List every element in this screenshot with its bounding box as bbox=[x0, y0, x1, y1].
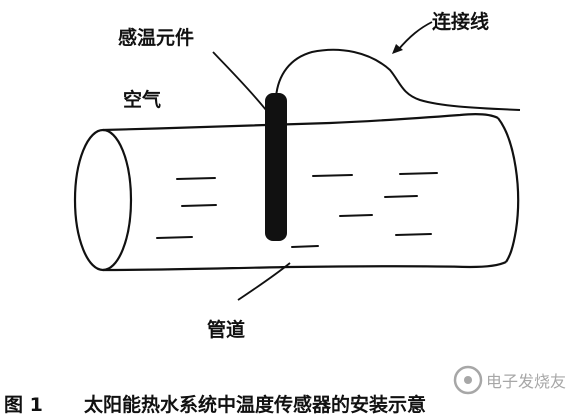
pipe-left-end bbox=[73, 128, 133, 272]
water-dash bbox=[399, 172, 438, 175]
water-dash bbox=[176, 177, 216, 180]
water-dash bbox=[384, 195, 418, 198]
water-dash bbox=[395, 233, 432, 236]
watermark-text: 电子发烧友 bbox=[486, 372, 566, 391]
connecting-wire bbox=[275, 48, 521, 111]
wire-leader-line bbox=[397, 21, 433, 51]
pipe-right-end bbox=[497, 117, 520, 263]
water-dash bbox=[291, 245, 319, 248]
sensor-leader-line bbox=[212, 51, 267, 111]
water-dash bbox=[339, 214, 373, 217]
label-air: 空气 bbox=[123, 88, 161, 111]
wire-arrowhead bbox=[392, 44, 403, 54]
sensor-element bbox=[265, 93, 287, 241]
label-sensor-element: 感温元件 bbox=[118, 26, 194, 49]
watermark-logo-dot bbox=[464, 376, 472, 384]
water-dash bbox=[312, 174, 353, 177]
leader-lines bbox=[212, 21, 433, 301]
watermark: 电子发烧友 bbox=[453, 365, 566, 395]
watermark-logo-icon bbox=[453, 365, 483, 395]
figure-caption: 太阳能热水系统中温度传感器的安装示意 bbox=[84, 393, 426, 416]
label-connecting-wire: 连接线 bbox=[432, 10, 489, 33]
water-dash bbox=[156, 236, 193, 239]
water-dash bbox=[181, 204, 217, 207]
pipe-leader-line bbox=[237, 262, 291, 301]
pipe-bottom-edge bbox=[102, 260, 507, 272]
water-lines bbox=[156, 172, 438, 248]
pipe-top-edge bbox=[102, 113, 499, 132]
figure-number: 图 1 bbox=[4, 394, 43, 416]
label-pipe: 管道 bbox=[207, 318, 245, 341]
pipe bbox=[73, 113, 520, 272]
